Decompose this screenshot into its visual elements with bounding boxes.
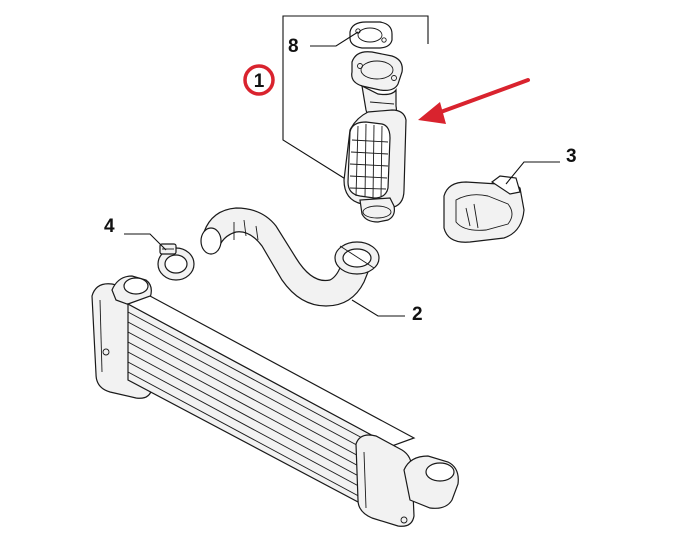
part-4-hose-clamp[interactable] xyxy=(157,243,195,281)
part-8-gasket[interactable] xyxy=(349,21,393,49)
part-1-air-duct[interactable] xyxy=(343,51,407,223)
intercooler[interactable] xyxy=(91,275,459,527)
label-part-1: 1 xyxy=(254,71,265,92)
part-1-highlight-circle xyxy=(243,64,275,96)
resonator-grid xyxy=(349,123,389,199)
label-part-4: 4 xyxy=(104,216,115,237)
leader-part-8 xyxy=(310,31,359,47)
red-pointer-arrow-icon xyxy=(418,78,530,124)
leader-part-3 xyxy=(505,161,560,185)
leader-part-2 xyxy=(351,299,405,317)
part-3-intake-elbow[interactable] xyxy=(443,175,525,243)
intercooler-fins xyxy=(127,311,393,515)
red-circle-icon xyxy=(243,64,275,96)
part-2-charge-hose[interactable] xyxy=(200,207,380,307)
leader-part-4 xyxy=(124,233,167,251)
label-part-3: 3 xyxy=(566,146,577,167)
label-part-2: 2 xyxy=(412,304,423,325)
group-bracket-part-1 xyxy=(282,15,429,181)
label-part-8: 8 xyxy=(288,36,299,57)
